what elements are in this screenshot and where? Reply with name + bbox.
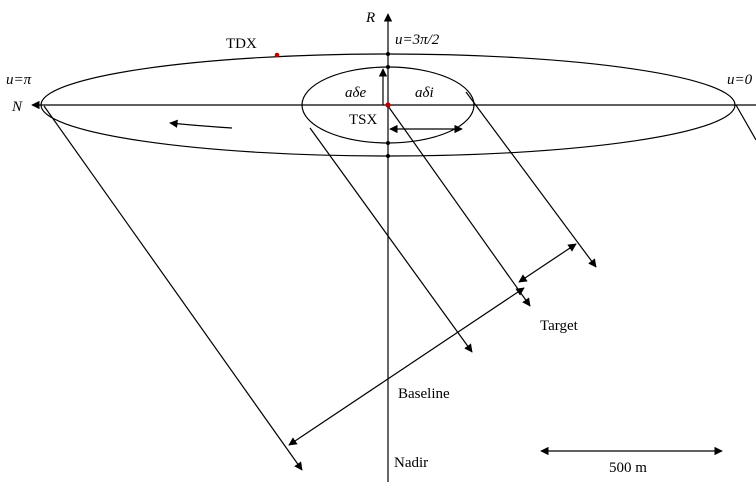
tsx-point [385,102,391,108]
top-intersection-point [386,52,390,56]
n-axis-label: N [11,99,23,115]
u-right-label: u=0 [727,72,753,88]
motion-direction-arrow [169,119,233,129]
u-top-label: u=3π/2 [395,32,440,48]
u-left-label: u=π [6,72,32,88]
nadir-label: Nadir [394,455,428,471]
los-line-center [387,105,531,307]
r-axis-label: R [365,10,375,26]
bottom-intersection-point [386,154,390,158]
los-line-mid1 [309,127,473,353]
a-delta-e-label: aδe [345,85,366,101]
inner-bottom-point [386,141,390,145]
target-label: Target [540,318,579,334]
tdx-point [274,52,280,58]
los-line-left [43,105,303,471]
tsx-label: TSX [349,112,378,128]
los-line-edge [735,104,756,141]
scale-bar-label: 500 m [609,460,647,476]
target-dimension-arrow [518,243,577,283]
los-line-right [465,91,597,268]
inner-top-point [386,65,390,69]
baseline-dimension-arrow [288,287,525,446]
a-delta-i-label: aδi [415,85,434,101]
tdx-label: TDX [226,36,257,52]
baseline-label: Baseline [398,386,450,402]
